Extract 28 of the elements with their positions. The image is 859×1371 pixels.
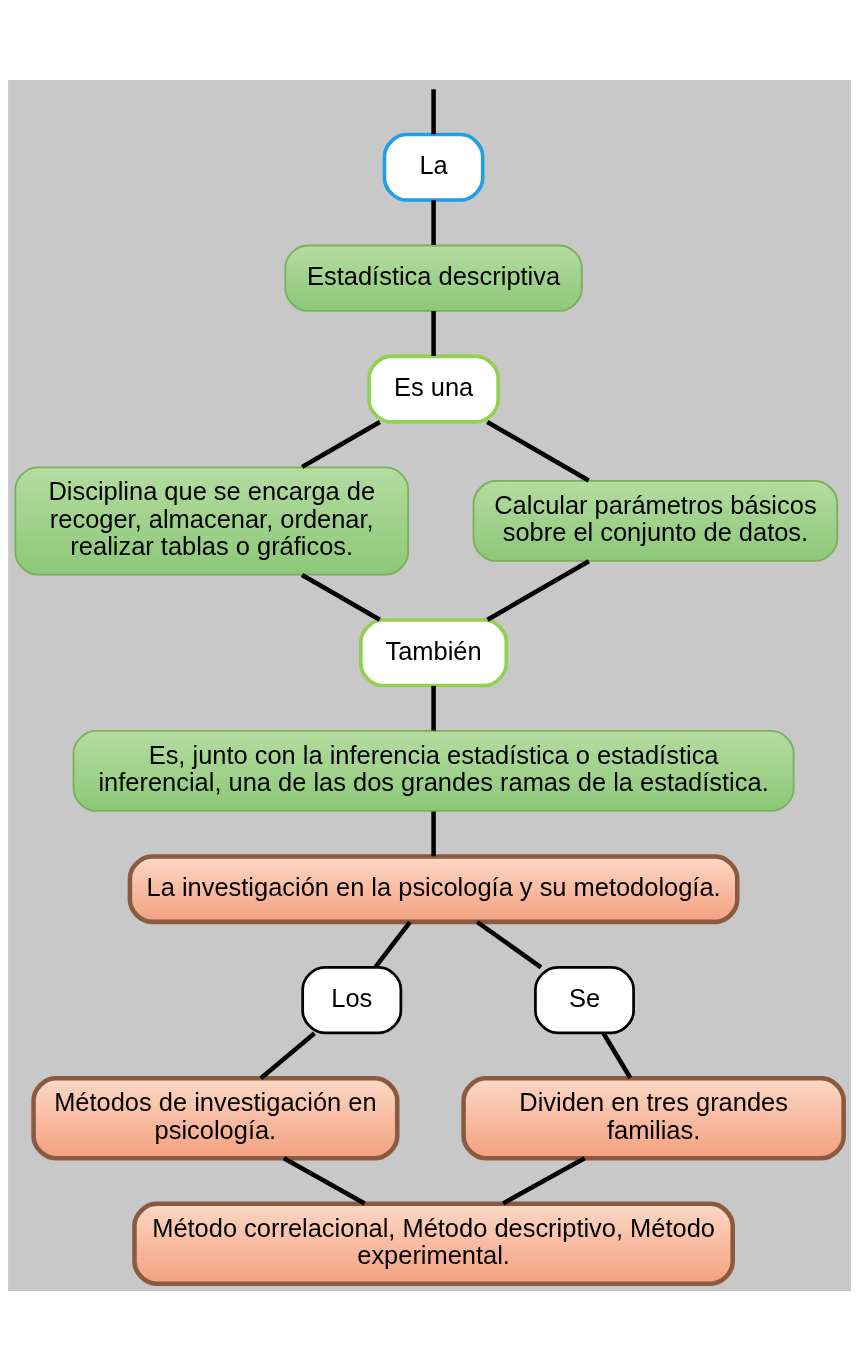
node-box: La <box>382 132 485 202</box>
node-box: También <box>359 618 509 688</box>
connector <box>475 920 543 970</box>
connector <box>486 420 590 483</box>
node-box: Calcular parámetros básicos sobre el conjunto de datos. <box>472 480 839 562</box>
node-box: La investigación en la psicología y su metodología. <box>127 854 740 925</box>
connector <box>301 420 382 469</box>
node-box: Estadística descriptiva <box>284 244 583 312</box>
connector <box>259 1031 316 1080</box>
connector <box>431 89 436 135</box>
connector <box>300 572 381 622</box>
node-box: Se <box>534 965 635 1035</box>
connector <box>431 200 436 246</box>
node-box: Es, junto con la inferencia estadística o estadística inferencial, una de las dos grandes ramas de la estadística. <box>72 730 795 812</box>
connector <box>601 1032 633 1079</box>
connector <box>373 920 412 969</box>
connector <box>282 1156 366 1206</box>
connector <box>431 685 436 731</box>
node-box: Métodos de investigación en psicología. <box>31 1076 400 1161</box>
node-box: Los <box>301 965 403 1035</box>
connector <box>486 559 590 622</box>
connector <box>431 811 436 857</box>
node-box: Disciplina que se encarga de recoger, almacenar, ordenar, realizar tablas o gráficos. <box>14 466 410 576</box>
node-box: Dividen en tres grandes familias. <box>461 1076 846 1161</box>
node-box: Método correlacional, Método descriptivo, Método experimental. <box>132 1201 735 1286</box>
node-box: Es una <box>367 354 500 424</box>
connector <box>431 311 436 356</box>
connector <box>502 1156 586 1206</box>
